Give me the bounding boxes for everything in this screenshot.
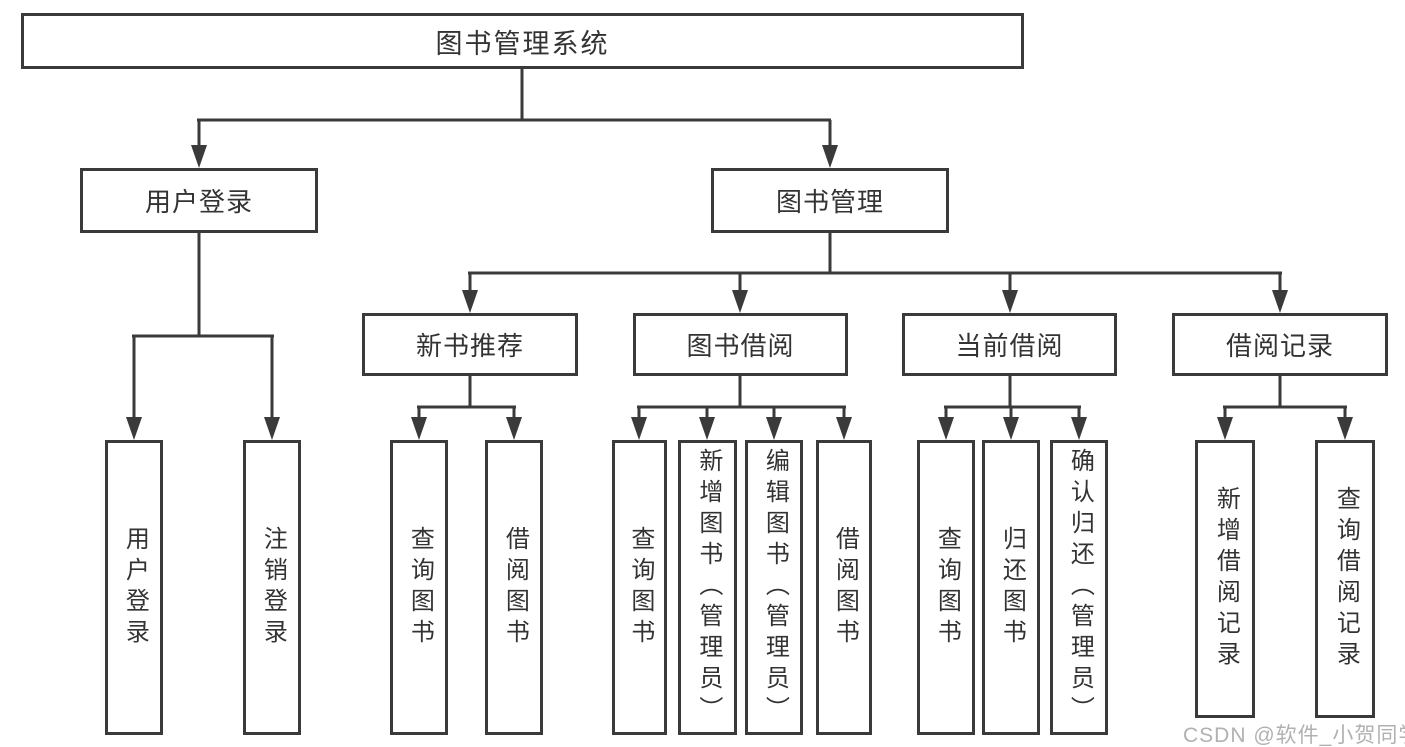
leaf-label: 编辑图书（管理员） (761, 448, 789, 727)
node-label: 图书借阅 (686, 331, 795, 361)
leaf-user-login: 用户登录 (105, 440, 163, 735)
connector-book-mgmt-level3 (462, 233, 1288, 313)
node-current-borrow: 当前借阅 (902, 313, 1117, 376)
node-new-book-recommend: 新书推荐 (362, 313, 578, 376)
csdn-watermark: CSDN @软件_小贺同学 (1183, 724, 1405, 747)
node-book-management: 图书管理 (711, 168, 949, 233)
leaf-borrow-add-book: 新增图书（管理员） (678, 440, 737, 735)
node-user-login: 用户登录 (80, 168, 318, 233)
node-borrow-records: 借阅记录 (1172, 313, 1388, 376)
connector-records-children (1217, 376, 1353, 440)
connector-user-login-children (126, 233, 280, 440)
node-label: 图书管理系统 (435, 28, 610, 59)
leaf-label: 用户登录 (121, 525, 149, 650)
leaf-logout: 注销登录 (243, 440, 301, 735)
connector-root-level2 (191, 69, 838, 168)
leaf-current-confirm-return: 确认归还（管理员） (1050, 440, 1108, 735)
node-label: 用户登录 (144, 187, 253, 217)
leaf-borrow-edit-book: 编辑图书（管理员） (745, 440, 803, 735)
node-label: 借阅记录 (1225, 331, 1334, 361)
leaf-newbooks-borrow: 借阅图书 (485, 440, 543, 735)
leaf-label: 查询图书 (406, 525, 434, 650)
connector-borrow-children (631, 376, 852, 440)
node-label: 新书推荐 (415, 331, 524, 361)
leaf-borrow-borrow-book: 借阅图书 (816, 440, 872, 735)
leaf-records-query: 查询借阅记录 (1315, 440, 1375, 718)
node-book-borrow: 图书借阅 (633, 313, 848, 376)
node-label: 图书管理 (775, 187, 884, 217)
leaf-newbooks-query: 查询图书 (390, 440, 448, 735)
leaf-label: 确认归还（管理员） (1066, 448, 1094, 727)
connector-current-children (938, 376, 1087, 440)
leaf-label: 归还图书 (998, 525, 1026, 650)
leaf-label: 注销登录 (259, 525, 287, 650)
leaf-label: 新增借阅记录 (1212, 486, 1240, 672)
node-root: 图书管理系统 (21, 13, 1024, 69)
leaf-current-query: 查询图书 (917, 440, 975, 735)
leaf-label: 借阅图书 (831, 525, 859, 650)
connector-new-books-children (411, 376, 522, 440)
leaf-label: 查询图书 (933, 525, 961, 650)
leaf-label: 借阅图书 (501, 525, 529, 650)
leaf-records-add: 新增借阅记录 (1195, 440, 1255, 718)
node-label: 当前借阅 (955, 331, 1064, 361)
leaf-label: 查询图书 (626, 525, 654, 650)
leaf-label: 查询借阅记录 (1332, 486, 1360, 672)
leaf-current-return: 归还图书 (982, 440, 1040, 735)
leaf-label: 新增图书（管理员） (694, 448, 722, 727)
leaf-borrow-query: 查询图书 (612, 440, 667, 735)
